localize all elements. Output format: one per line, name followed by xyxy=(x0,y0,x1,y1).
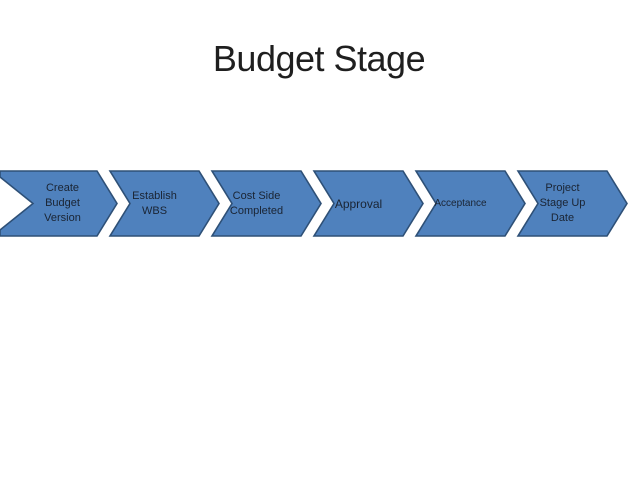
process-stage-shape xyxy=(0,170,118,237)
stage-label-line: Establish xyxy=(132,189,177,202)
stage-label-line: Version xyxy=(44,212,81,224)
stage-label-line: Completed xyxy=(229,204,284,217)
stage-label: Approval xyxy=(314,170,403,237)
stage-label-line: Create xyxy=(45,182,80,194)
stage-label-line: Stage Up xyxy=(539,197,586,209)
stage-label: Acceptance xyxy=(416,170,505,237)
stage-label-line: WBS xyxy=(141,204,168,217)
stage-label-line: Approval xyxy=(334,196,383,211)
stage-label-line: Acceptance xyxy=(434,197,487,209)
process-stage-shape xyxy=(108,170,220,237)
stage-label-line: Budget xyxy=(45,197,80,209)
process-stage-shape xyxy=(414,170,526,237)
stage-label-line: Date xyxy=(550,212,575,224)
stage-label-line: Cost Side xyxy=(232,189,281,202)
process-stage-shape xyxy=(312,170,424,237)
process-stage-shape xyxy=(210,170,322,237)
stage-label-line: Project xyxy=(545,182,580,194)
process-stage-shape xyxy=(516,170,628,237)
chevron-band-svg xyxy=(0,170,628,237)
slide-title: Budget Stage xyxy=(212,38,426,79)
